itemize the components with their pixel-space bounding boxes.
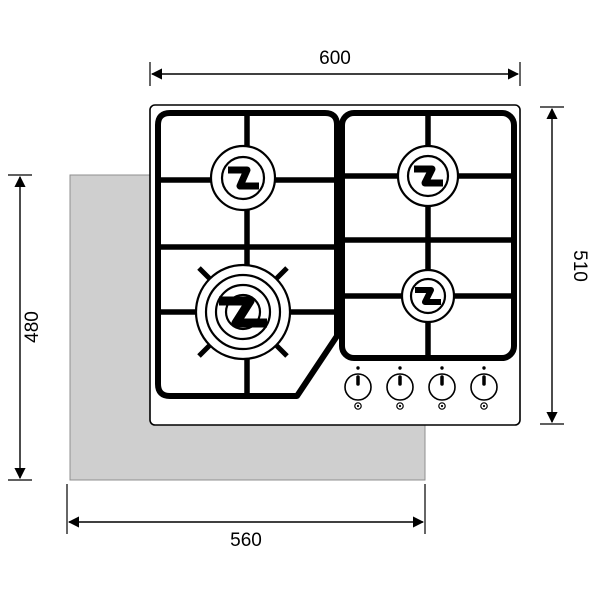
- spoke: [274, 343, 289, 358]
- spoke: [197, 266, 212, 281]
- knob-position-dot: [482, 366, 486, 370]
- burner-ring: [214, 283, 272, 341]
- knob-ring: [386, 373, 414, 401]
- right-grate-outline: [339, 110, 517, 361]
- dimension-bottom-cutout-width: 560: [66, 484, 426, 551]
- burner-ring: [220, 155, 266, 201]
- knob-ring: [344, 373, 372, 401]
- burner-icon: [438, 402, 446, 410]
- knob-2: [386, 366, 414, 410]
- dimension-right-depth: 510: [540, 106, 590, 425]
- right-grate-horizontal-bars: [345, 173, 511, 299]
- burner-zigzag: [415, 287, 441, 305]
- knob-ring: [470, 373, 498, 401]
- burner-icon: [354, 402, 362, 410]
- left-grate-outline: [155, 110, 340, 399]
- knob-ring: [428, 373, 456, 401]
- pan-support-spokes: [197, 266, 289, 358]
- knob-1: [344, 366, 372, 410]
- burner-icon-dot: [440, 404, 444, 408]
- burner-zigzag: [414, 165, 443, 187]
- left-grate-horizontal-bars: [161, 177, 334, 315]
- dimension-label-top: 600: [319, 48, 351, 69]
- burner-icon: [480, 402, 488, 410]
- dimension-left-cutout-depth: 480: [8, 174, 43, 481]
- spoke: [274, 266, 289, 281]
- burner-icon-dot: [482, 404, 486, 408]
- control-knobs: [344, 366, 498, 410]
- dimension-top-width: 600: [149, 48, 521, 86]
- knob-4: [470, 366, 498, 410]
- dimension-label-left: 480: [22, 311, 43, 343]
- knob-position-dot: [440, 366, 444, 370]
- burner-icon-dot: [398, 404, 402, 408]
- burner-ring: [209, 144, 277, 212]
- burner-icon: [396, 402, 404, 410]
- burner-ring: [194, 263, 292, 361]
- dimension-label-right: 510: [569, 250, 590, 282]
- burner-icon-dot: [356, 404, 360, 408]
- burner-front-left-large: [194, 263, 292, 361]
- burner-ring: [204, 273, 282, 351]
- burner-ring: [400, 268, 456, 324]
- dimension-label-bottom: 560: [230, 530, 262, 551]
- burner-front-right: [400, 268, 456, 324]
- burner-ring: [224, 293, 262, 331]
- burner-ring: [409, 277, 447, 315]
- burner-ring: [396, 144, 460, 208]
- knob-3: [428, 366, 456, 410]
- burner-ring: [406, 154, 450, 198]
- burner-zigzag: [228, 166, 259, 190]
- spoke: [197, 343, 212, 358]
- knob-position-dot: [356, 366, 360, 370]
- burner-rear-left: [209, 144, 277, 212]
- burner-zigzag: [219, 296, 267, 328]
- left-grate: [155, 110, 340, 399]
- right-grate: [339, 110, 517, 361]
- burner-rear-right: [396, 144, 460, 208]
- knob-position-dot: [398, 366, 402, 370]
